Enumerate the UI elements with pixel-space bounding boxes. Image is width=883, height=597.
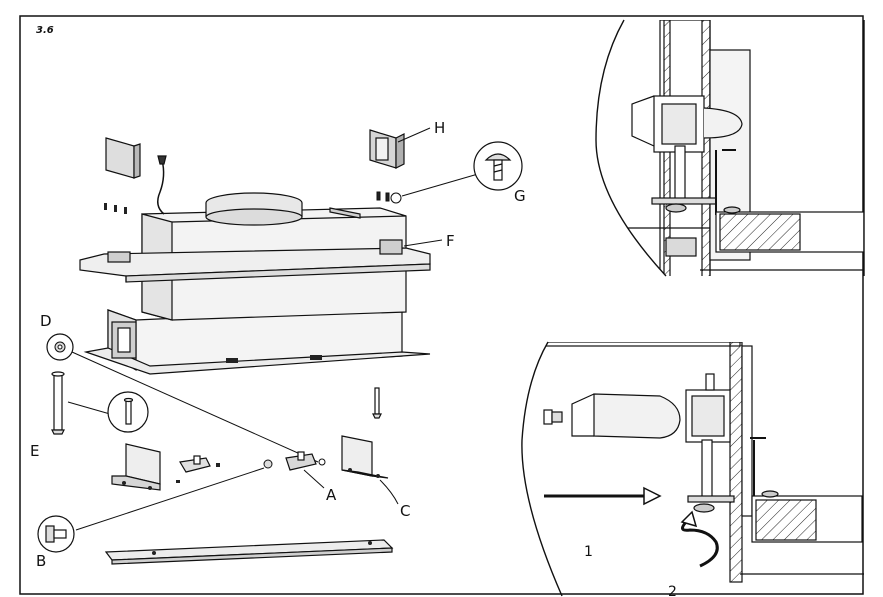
arrow-up-icon	[680, 510, 698, 528]
leader-a	[303, 469, 325, 489]
hood-assembly	[79, 155, 431, 375]
label-e: E	[30, 442, 39, 460]
label-h: H	[434, 119, 445, 137]
leader-e	[67, 401, 111, 415]
leader-g	[401, 173, 479, 197]
threaded-rod	[372, 387, 382, 419]
screw-b-icon	[45, 525, 67, 543]
label-d: D	[40, 312, 52, 330]
bottom-rail	[104, 539, 394, 565]
nut-d-icon	[54, 341, 66, 353]
part-c-bracket	[341, 435, 389, 479]
label-a: A	[326, 486, 337, 504]
pin-e-icon	[123, 397, 134, 425]
small-screw	[176, 480, 180, 483]
label-b: B	[36, 552, 46, 570]
leader-h	[397, 127, 431, 143]
detail-bottom-outline	[521, 341, 563, 597]
small-nut	[216, 463, 220, 467]
clip-part	[179, 455, 211, 473]
step-1: 1	[584, 544, 593, 560]
label-c: C	[400, 502, 410, 520]
label-f: F	[446, 232, 455, 250]
leader-d	[71, 351, 319, 463]
arrow-right-icon	[643, 486, 662, 506]
detail-top	[610, 20, 864, 276]
leader-c	[379, 479, 399, 505]
part-a-clip	[285, 451, 317, 471]
part-g-screws	[376, 191, 402, 204]
arrow-curved-shaft	[681, 518, 719, 568]
small-screws	[104, 203, 127, 214]
left-mounting-bracket	[111, 443, 161, 491]
leader-b	[75, 467, 265, 531]
part-a-nut	[318, 458, 326, 466]
long-bolt-e	[51, 371, 65, 435]
leader-f	[403, 239, 443, 247]
screw-g-icon	[484, 153, 512, 181]
washer	[263, 459, 273, 469]
page-frame	[19, 15, 864, 595]
part-h-bracket	[369, 129, 405, 169]
label-g: G	[514, 187, 526, 205]
cover-plate	[105, 137, 141, 179]
section-number: 3.6	[36, 25, 54, 36]
detail-top-outline	[595, 19, 667, 277]
step-2: 2	[668, 584, 677, 597]
